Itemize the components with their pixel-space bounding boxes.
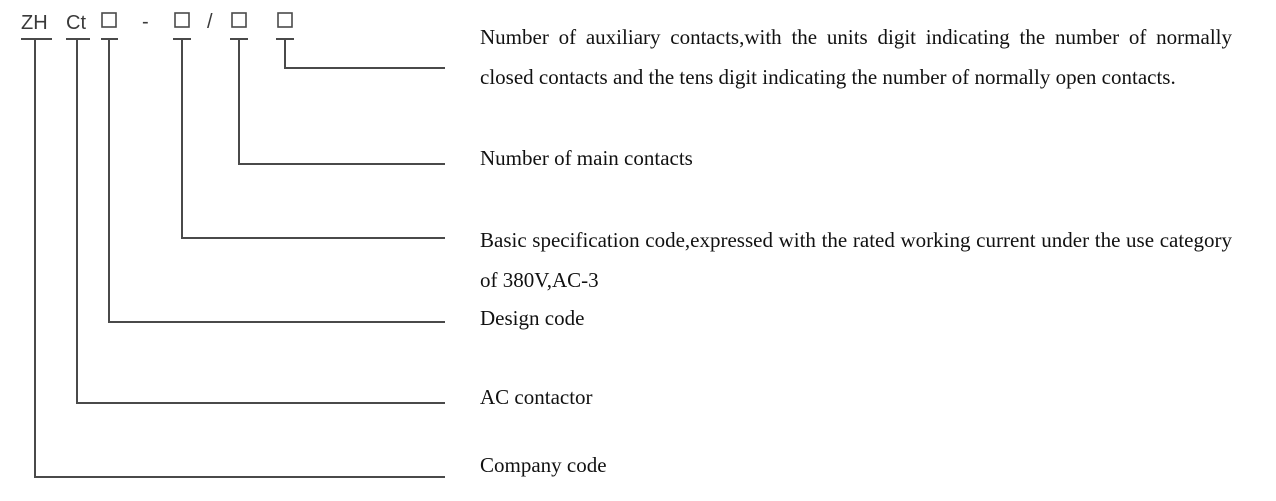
desc-company-code: Company code <box>480 453 607 477</box>
leader-line-company-code <box>34 39 445 478</box>
leader-line-basic-spec <box>181 39 445 239</box>
design-code-box <box>101 12 117 28</box>
leader-line-ac-contactor <box>76 39 445 404</box>
leader-line-auxiliary-contacts <box>284 39 445 69</box>
code-slash: / <box>207 11 213 33</box>
code-prefix-zh: ZH <box>21 12 48 34</box>
desc-main-contacts: Number of main contacts <box>480 146 693 170</box>
leader-line-main-contacts <box>238 39 445 165</box>
desc-basic-spec-code: Basic specification code,expressed with … <box>480 228 1232 292</box>
spec-code-box <box>174 12 190 28</box>
desc-auxiliary-contacts: Number of auxiliary contacts,with the un… <box>480 25 1232 89</box>
desc-ac-contactor: AC contactor <box>480 385 593 409</box>
main-contacts-box <box>231 12 247 28</box>
leader-line-design-code <box>108 39 445 323</box>
code-dash: - <box>142 11 149 33</box>
code-series-ct: Ct <box>66 12 86 34</box>
aux-contacts-box <box>277 12 293 28</box>
desc-design-code: Design code <box>480 306 585 330</box>
